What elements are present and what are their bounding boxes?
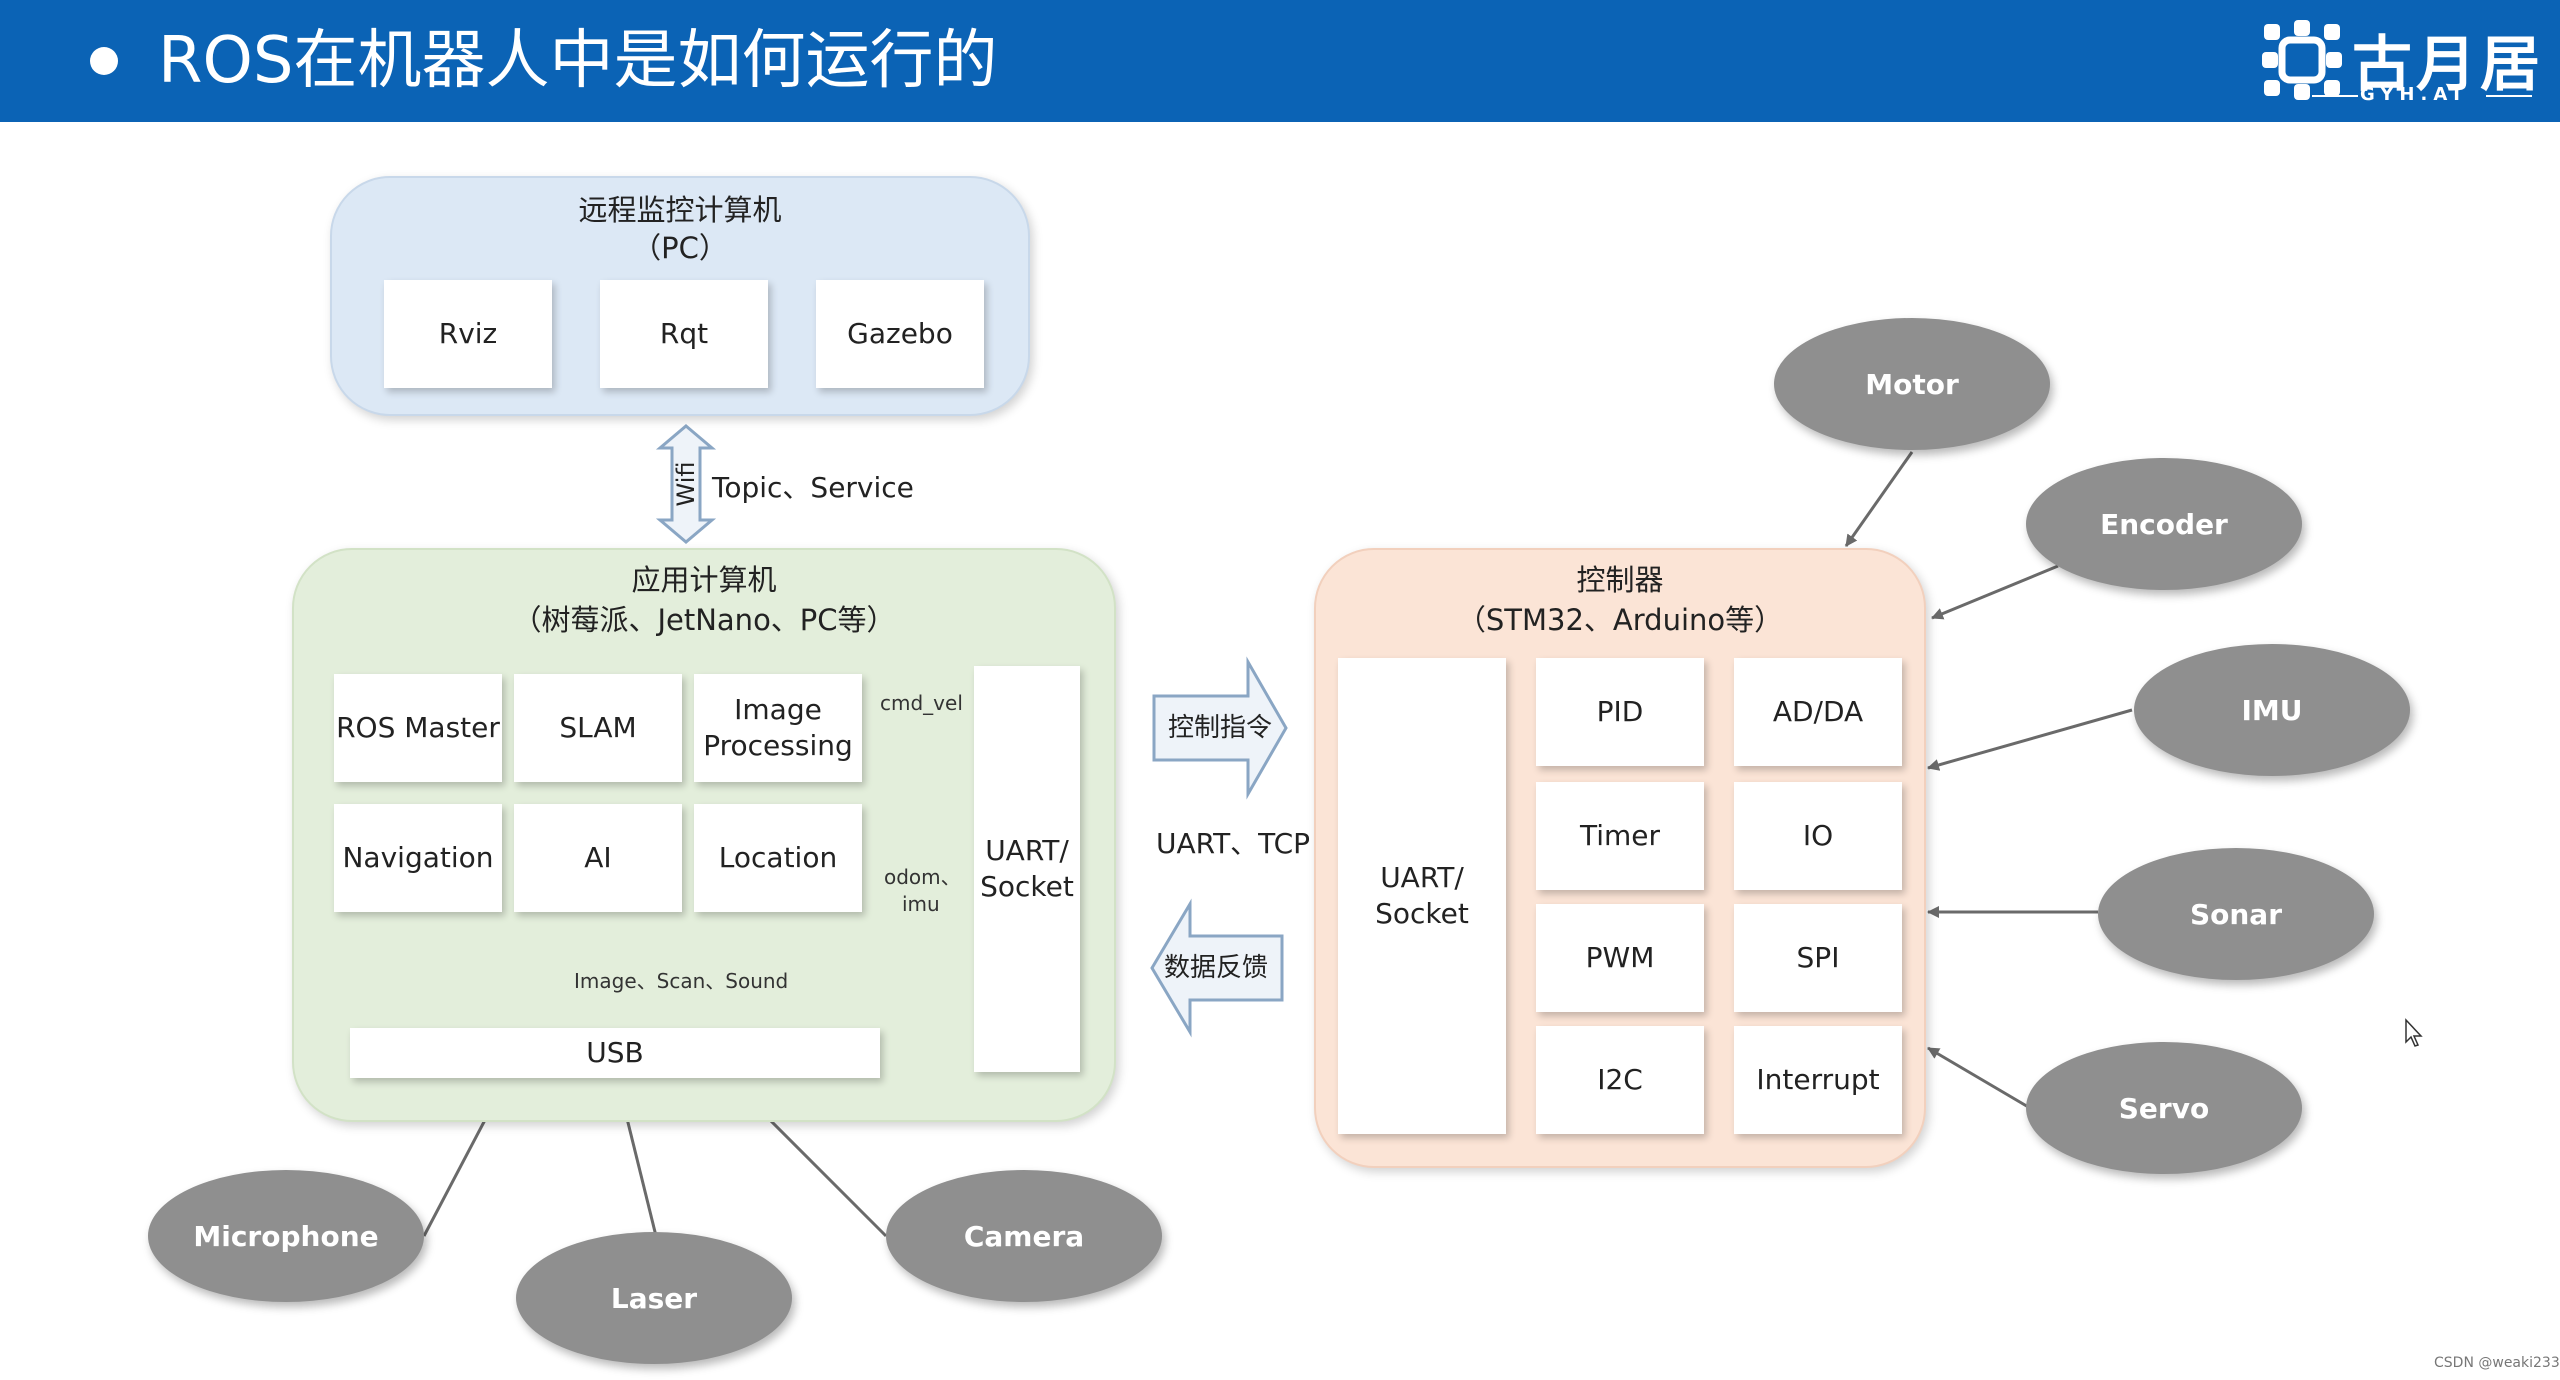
rqt-box: Rqt: [600, 280, 768, 388]
pwm-box: PWM: [1536, 904, 1704, 1012]
pc-title: 远程监控计算机: [578, 193, 782, 227]
wifi-double-arrow: [655, 424, 717, 544]
topic-service-label: Topic、Service: [712, 471, 914, 504]
laser-ellipse: Laser: [516, 1232, 792, 1364]
pc-subtitle: （PC）: [632, 231, 728, 265]
control-command-label: 控制指令: [1168, 713, 1273, 743]
bullet-dot: [90, 47, 118, 75]
ai-box: AI: [514, 804, 682, 912]
timer-box: Timer: [1536, 782, 1704, 890]
brand-logo: 古月居 GYH.AI: [2260, 18, 2540, 105]
data-feedback-label: 数据反馈: [1164, 953, 1269, 983]
location-box: Location: [694, 804, 862, 912]
pid-box: PID: [1536, 658, 1704, 766]
logo-text: 古月居: [2352, 30, 2544, 100]
logo-divider: [2312, 95, 2358, 97]
i2c-box: I2C: [1536, 1026, 1704, 1134]
control-command-arrow: [1152, 656, 1288, 800]
rviz-box: Rviz: [384, 280, 552, 388]
encoder-ellipse: Encoder: [2026, 458, 2302, 590]
imu-label: imu: [902, 892, 940, 916]
app-uart-line1: UART/: [985, 834, 1069, 867]
slide-title: ROS在机器人中是如何运行的: [158, 24, 998, 98]
ros-master-box: ROS Master: [334, 674, 502, 782]
gazebo-box: Gazebo: [816, 280, 984, 388]
controller-uart-line1: UART/: [1380, 861, 1464, 894]
camera-ellipse: Camera: [886, 1170, 1162, 1302]
motor-ellipse: Motor: [1774, 318, 2050, 450]
sonar-ellipse: Sonar: [2098, 848, 2374, 980]
usb-bar: USB: [350, 1028, 880, 1078]
logo-divider: [2486, 95, 2532, 97]
odom-label: odom、: [884, 865, 961, 889]
sensor-data-label: Image、Scan、Sound: [574, 969, 789, 993]
io-box: IO: [1734, 782, 1902, 890]
controller-uart-socket-box: UART/ Socket: [1338, 658, 1506, 1134]
cmd-vel-label: cmd_vel: [880, 691, 963, 715]
app-uart-line2: Socket: [980, 870, 1074, 903]
logo-mark-icon: [2262, 20, 2342, 100]
servo-ellipse: Servo: [2026, 1042, 2302, 1174]
imu-ellipse: IMU: [2134, 644, 2410, 776]
watermark: CSDN @weaki233: [2434, 1355, 2560, 1371]
controller-uart-line2: Socket: [1375, 897, 1469, 930]
controller-title: 控制器: [1576, 563, 1664, 597]
wifi-label: Wifi: [672, 461, 700, 507]
app-uart-socket-box: UART/ Socket: [974, 666, 1080, 1072]
navigation-box: Navigation: [334, 804, 502, 912]
microphone-ellipse: Microphone: [148, 1170, 424, 1302]
interrupt-box: Interrupt: [1734, 1026, 1902, 1134]
title-bar: ROS在机器人中是如何运行的 古月居 GYH.AI: [0, 0, 2560, 122]
logo-subtitle: GYH.AI: [2360, 84, 2466, 105]
ad-da-box: AD/DA: [1734, 658, 1902, 766]
protocol-label: UART、TCP: [1156, 827, 1311, 860]
data-feedback-arrow: [1150, 898, 1284, 1038]
app-subtitle: （树莓派、JetNano、PC等）: [512, 603, 896, 637]
slam-box: SLAM: [514, 674, 682, 782]
image-processing-box: Image Processing: [694, 674, 862, 782]
app-title: 应用计算机: [631, 563, 777, 597]
mouse-cursor-icon: [2405, 1018, 2423, 1047]
controller-subtitle: （STM32、Arduino等）: [1456, 603, 1784, 637]
spi-box: SPI: [1734, 904, 1902, 1012]
